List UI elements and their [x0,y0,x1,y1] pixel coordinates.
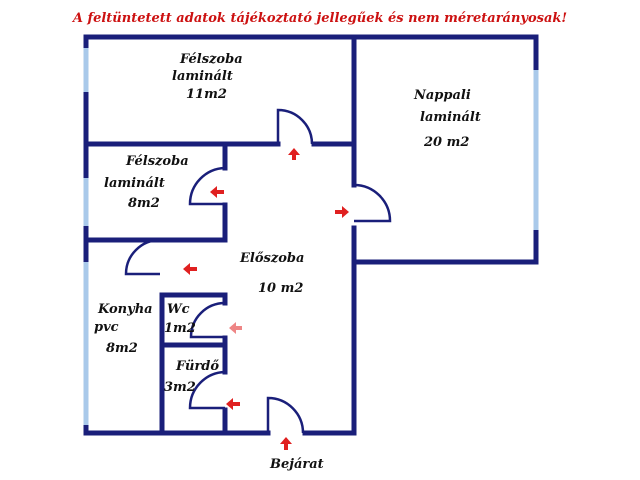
room-nappali-floor: laminált [420,110,481,125]
room-furdo-area: 3m2 [164,380,196,395]
door-wc [189,301,226,339]
door-entrance [266,396,305,434]
room-furdo-name: Fürdő [175,359,219,374]
door-felszoba1 [276,108,314,145]
direction-arrows [183,148,349,450]
arrow-right-icon [335,206,349,218]
room-labels: Félszoba laminált 11m2 Félszoba laminált… [94,52,481,472]
room-felszoba1-name: Félszoba [179,52,243,67]
door-konyha [124,238,161,276]
doors [124,108,392,434]
arrow-up-icon [288,148,300,160]
door-felszoba2 [188,166,226,206]
room-felszoba1-floor: laminált [172,69,233,84]
door-furdo [188,370,226,410]
room-eloszoba-area: 10 m2 [258,281,303,296]
arrow-left-icon [210,186,224,198]
room-nappali-name: Nappali [413,88,471,103]
room-konyha-area: 8m2 [106,341,138,356]
room-wc-name: Wc [167,302,190,317]
arrow-left-icon [226,398,240,410]
arrow-up-icon [280,437,292,450]
room-wc-area: 1m2 [164,321,196,336]
room-felszoba2-name: Félszoba [125,154,189,169]
room-felszoba2-floor: laminált [104,176,165,191]
arrow-left-icon [229,322,242,334]
room-nappali-area: 20 m2 [423,135,469,150]
room-felszoba1-area: 11m2 [186,87,227,102]
door-nappali [353,183,392,223]
entrance-label: Bejárat [269,457,324,472]
room-konyha-name: Konyha [97,302,153,317]
windows [83,48,539,425]
room-felszoba2-area: 8m2 [128,196,160,211]
arrow-left-icon [183,263,197,275]
room-konyha-floor: pvc [94,320,119,335]
room-eloszoba-name: Előszoba [239,251,304,266]
disclaimer-notice: A feltüntetett adatok tájékoztató jelleg… [71,11,567,26]
